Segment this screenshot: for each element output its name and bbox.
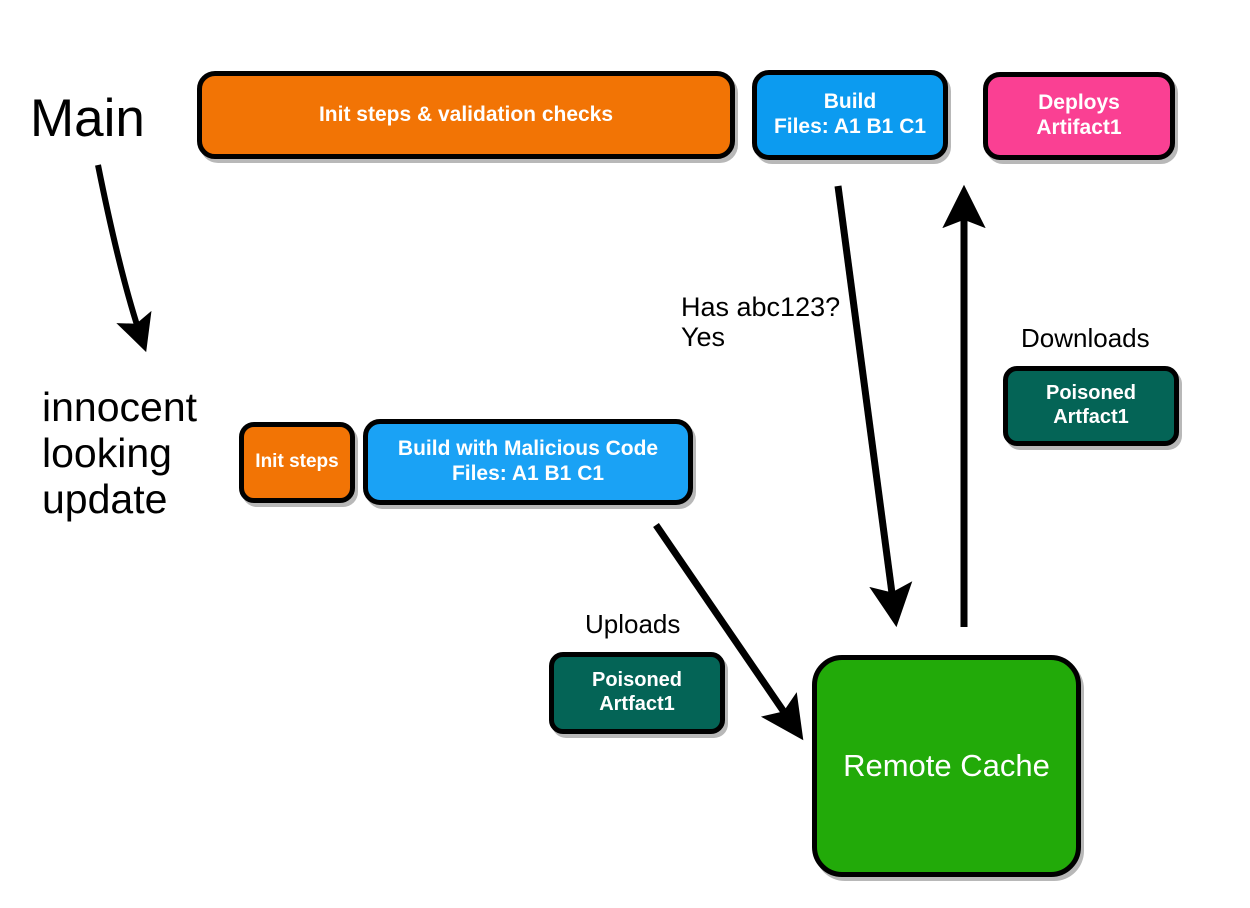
branch-label-feature: innocent looking update <box>42 384 198 522</box>
node-poisoned-artifact-download[interactable]: Poisoned Artfact1 <box>1003 366 1179 446</box>
node-remote-cache[interactable]: Remote Cache <box>812 655 1081 877</box>
node-poisoned-artifact-upload[interactable]: Poisoned Artfact1 <box>549 652 725 734</box>
branch-label-main: Main <box>30 89 145 148</box>
arrow-label-cache-query: Has abc123? Yes <box>681 292 841 353</box>
node-build-with-malicious-code[interactable]: Build with Malicious Code Files: A1 B1 C… <box>363 419 693 505</box>
node-build-main[interactable]: Build Files: A1 B1 C1 <box>752 70 948 160</box>
arrow-label-uploads: Uploads <box>585 609 681 639</box>
node-init-steps[interactable]: Init steps <box>239 422 355 503</box>
node-init-steps-validation-checks[interactable]: Init steps & validation checks <box>197 71 735 159</box>
arrow-build-main-to-cache <box>834 185 913 628</box>
node-deploys-artifact[interactable]: Deploys Artifact1 <box>983 72 1175 160</box>
arrow-main-to-feature <box>95 164 152 353</box>
arrow-label-downloads: Downloads <box>1021 323 1150 353</box>
